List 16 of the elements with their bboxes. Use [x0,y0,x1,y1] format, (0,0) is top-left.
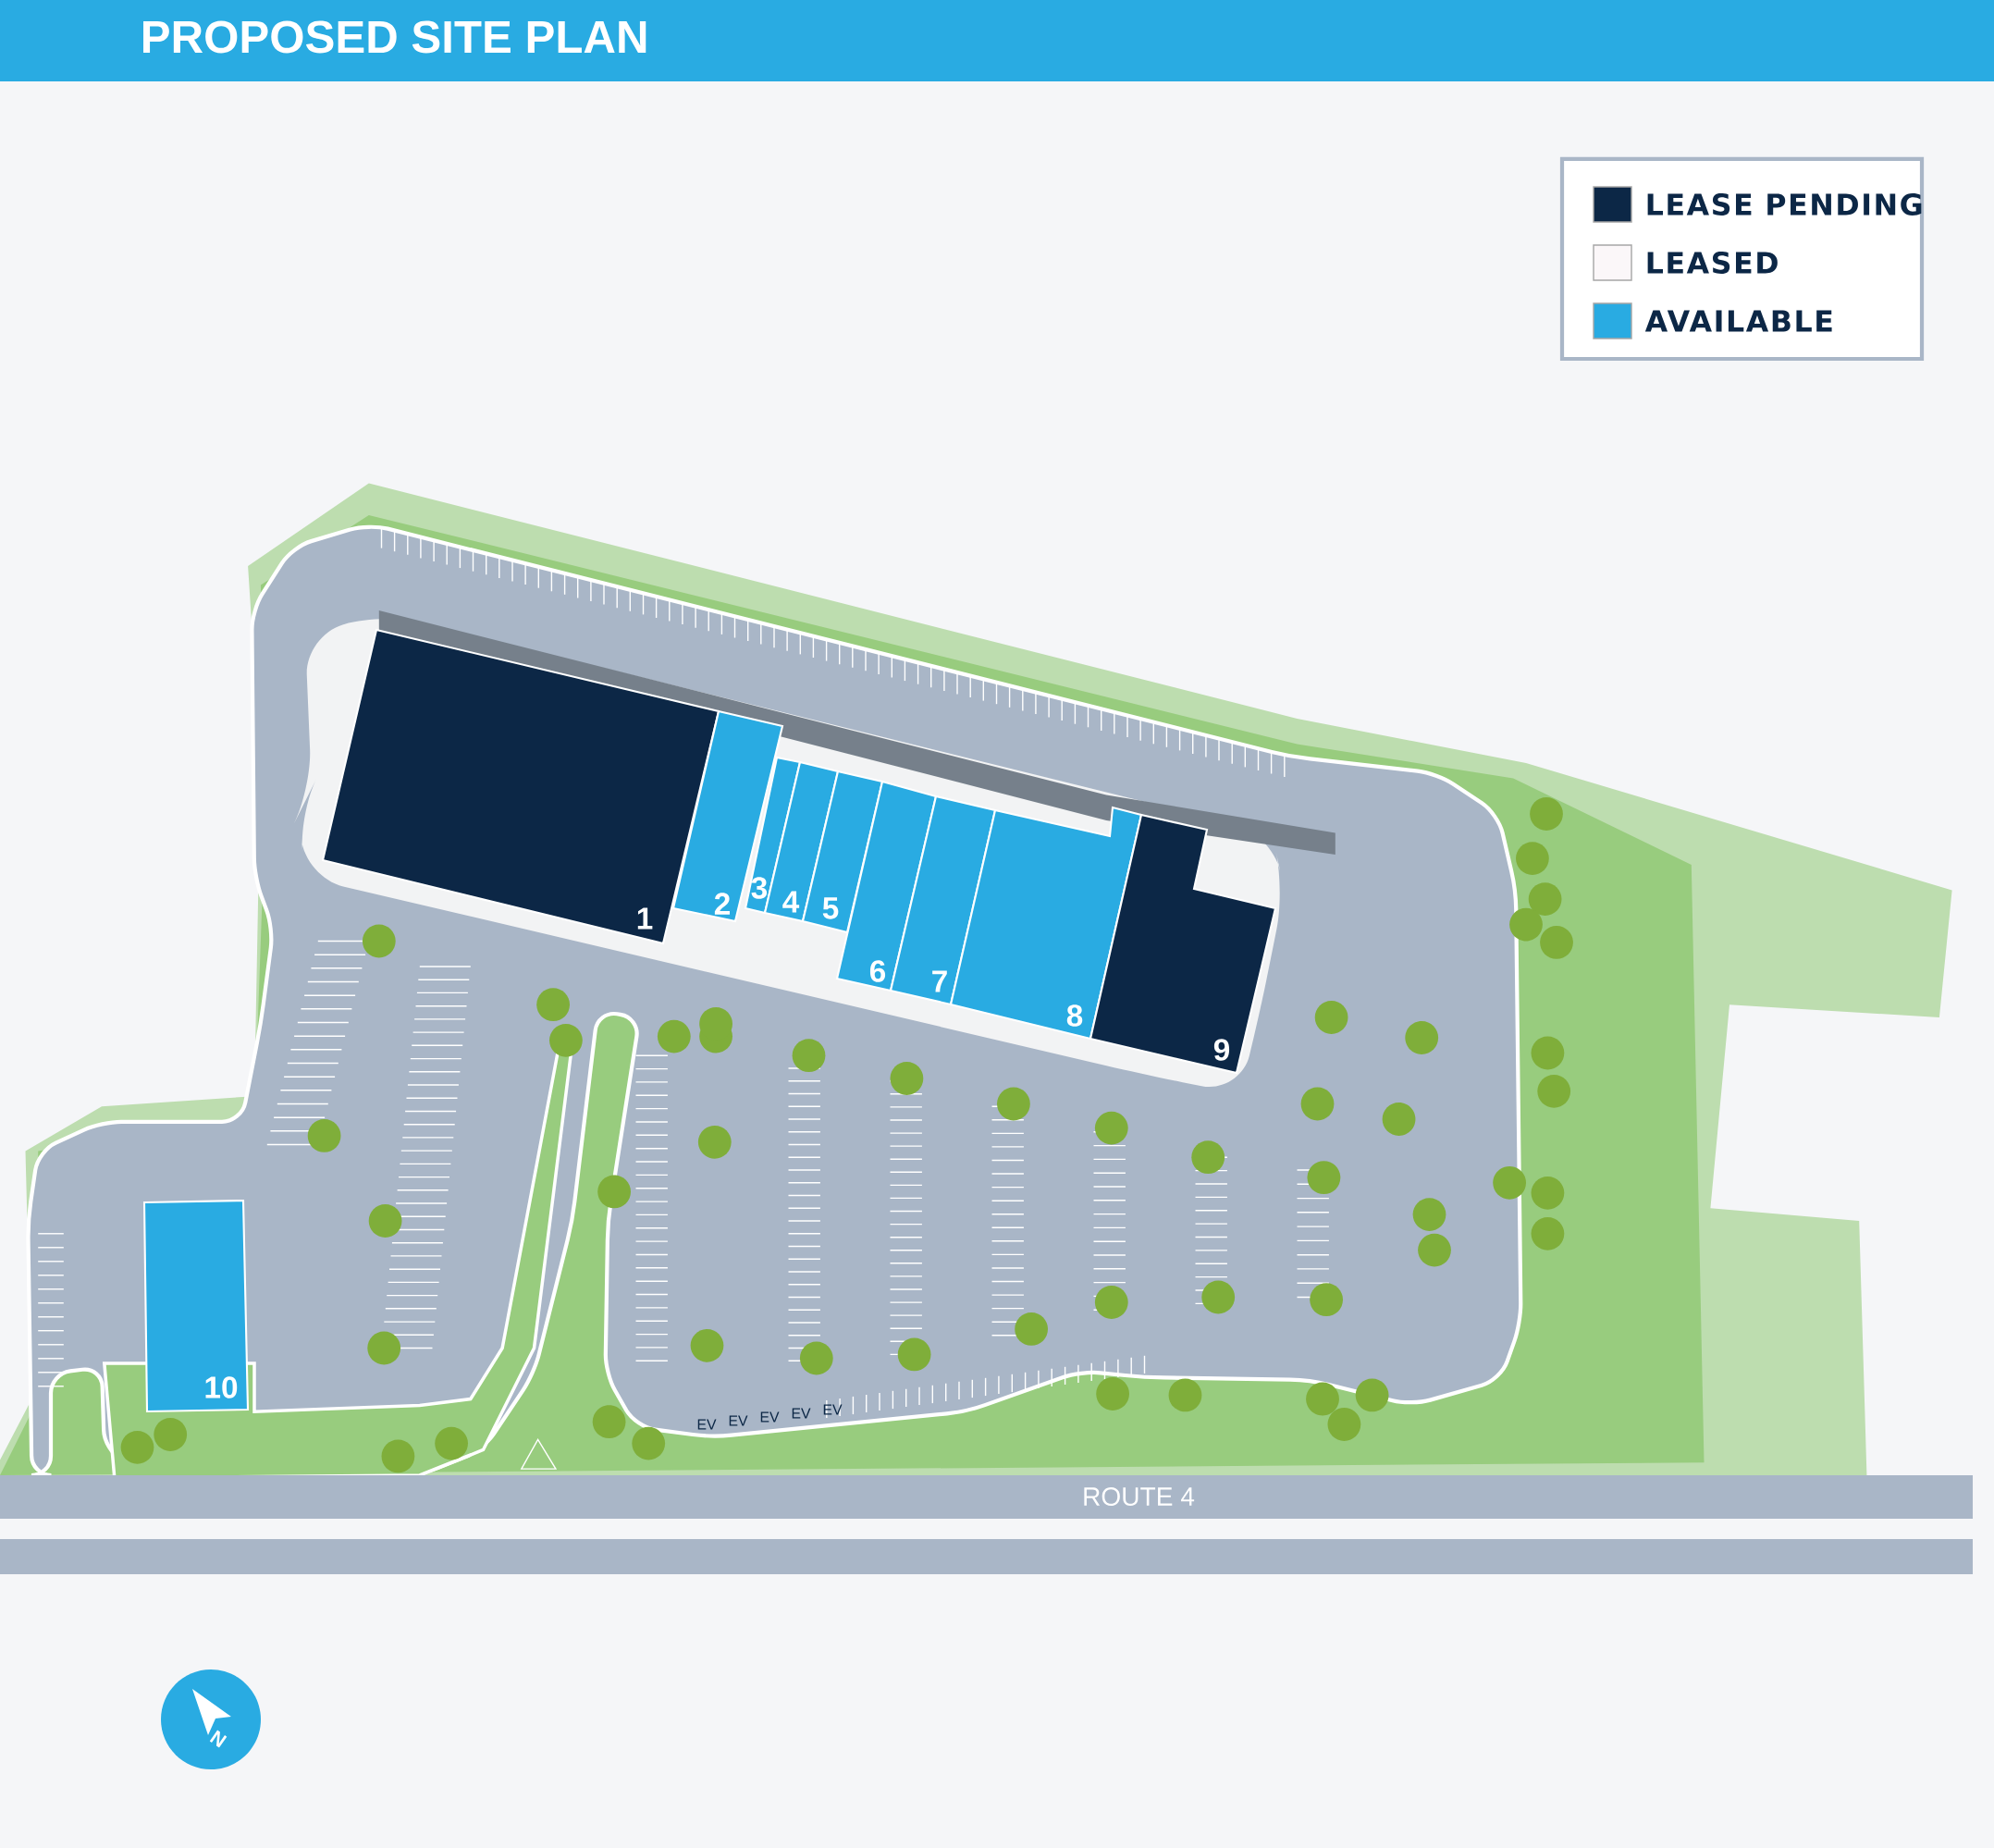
legend-label: LEASE PENDING [1647,193,1922,216]
ev-marking: EV [729,1415,748,1426]
legend-label: LEASED [1647,252,1778,274]
unit-block: 8 [949,806,1143,1041]
road-label: ROUTE 4 [1084,1487,1195,1506]
compass-letter: N [209,1730,228,1748]
unit-block: 9 [1089,813,1277,1075]
legend-label: AVAILABLE [1644,310,1832,332]
unit-block: 7 [889,795,997,1006]
ev-marking: EV [823,1404,843,1415]
header-bar: PROPOSED SITE PLAN [0,0,1994,81]
ev-marking: EV [760,1411,780,1423]
unit-block: 5 [801,770,884,934]
ev-marking: EV [697,1419,717,1430]
ev-marking: EV [792,1408,811,1419]
unit-block: 10 [142,1199,250,1413]
